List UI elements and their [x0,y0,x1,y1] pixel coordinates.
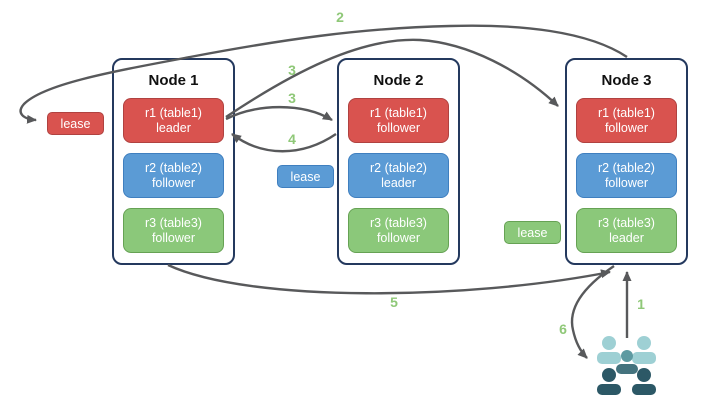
replica-range-label: r2 (table2) [370,160,427,175]
node-2: Node 2 r1 (table1) follower r2 (table2) … [337,58,460,265]
replica-role-label: leader [156,120,191,135]
replica-range-label: r3 (table3) [145,215,202,230]
step-label-6: 6 [559,321,567,337]
replica-role-label: leader [381,175,416,190]
step-label-3b: 3 [288,90,296,106]
arrow-step5 [167,263,611,295]
node-1-replica-r1: r1 (table1) leader [123,98,224,143]
replica-range-label: r3 (table3) [598,215,655,230]
node-3-title: Node 3 [601,72,652,89]
replica-role-label: follower [604,120,649,135]
node-2-replica-r2: r2 (table2) leader [348,153,449,198]
node-1-replica-r3: r3 (table3) follower [123,208,224,253]
node-3: Node 3 r1 (table1) follower r2 (table2) … [565,58,688,265]
step-label-1: 1 [637,296,645,312]
node-2-replica-r1: r1 (table1) follower [348,98,449,143]
replica-role-label: leader [609,230,644,245]
lease-badge-r3: lease [504,221,561,244]
replica-range-label: r2 (table2) [145,160,202,175]
node-1-title: Node 1 [148,72,199,89]
arrow-step3-to-node2 [225,105,333,122]
replica-role-label: follower [376,230,421,245]
replica-range-label: r2 (table2) [598,160,655,175]
node-1-replica-r2: r2 (table2) follower [123,153,224,198]
replica-range-label: r1 (table1) [145,105,202,120]
node-3-replica-r1: r1 (table1) follower [576,98,677,143]
step-label-4: 4 [288,131,296,147]
lease-badge-r2: lease [277,165,334,188]
lease-badge-r1: lease [47,112,104,135]
step-label-5: 5 [390,294,398,310]
node-3-replica-r3: r3 (table3) leader [576,208,677,253]
step-label-3a: 3 [288,62,296,78]
replica-role-label: follower [151,175,196,190]
node-2-title: Node 2 [373,72,424,89]
node-2-replica-r3: r3 (table3) follower [348,208,449,253]
step-label-2: 2 [336,9,344,25]
replica-role-label: follower [376,120,421,135]
node-1: Node 1 r1 (table1) leader r2 (table2) fo… [112,58,235,265]
replica-role-label: follower [151,230,196,245]
replica-range-label: r1 (table1) [370,105,427,120]
node-3-replica-r2: r2 (table2) follower [576,153,677,198]
replica-role-label: follower [604,175,649,190]
replica-range-label: r3 (table3) [370,215,427,230]
users-group-icon [597,336,656,395]
replica-range-label: r1 (table1) [598,105,655,120]
